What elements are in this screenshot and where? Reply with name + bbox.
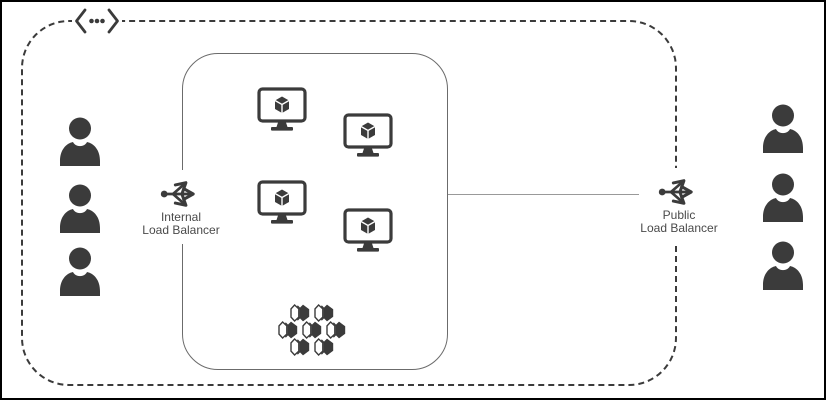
cluster-node-icon	[290, 338, 310, 356]
cluster-node-icon	[278, 321, 298, 339]
virtual-machine-icon	[257, 180, 307, 226]
user-icon	[57, 116, 103, 166]
internal-load-balancer-label: Internal Load Balancer	[142, 210, 220, 237]
load-balancer-icon	[658, 176, 700, 208]
cluster-node-icon	[314, 304, 334, 322]
user-icon	[57, 246, 103, 296]
user-icon	[760, 172, 806, 222]
public-load-balancer: Public Load Balancer	[639, 168, 719, 242]
user-icon	[760, 103, 806, 153]
cluster-node-icon	[290, 304, 310, 322]
connector-line	[448, 194, 640, 195]
user-icon	[57, 183, 103, 233]
cluster-node-icon	[326, 321, 346, 339]
virtual-machine-icon	[257, 87, 307, 133]
virtual-network-icon	[72, 6, 122, 36]
public-load-balancer-label: Public Load Balancer	[640, 208, 718, 235]
user-icon	[760, 240, 806, 290]
cluster-icon	[277, 304, 347, 356]
cluster-node-icon	[314, 338, 334, 356]
virtual-machine-icon	[343, 208, 393, 254]
load-balancer-icon	[160, 178, 202, 210]
virtual-machine-icon	[343, 113, 393, 159]
internal-load-balancer: Internal Load Balancer	[141, 170, 221, 244]
cluster-node-icon	[302, 321, 322, 339]
